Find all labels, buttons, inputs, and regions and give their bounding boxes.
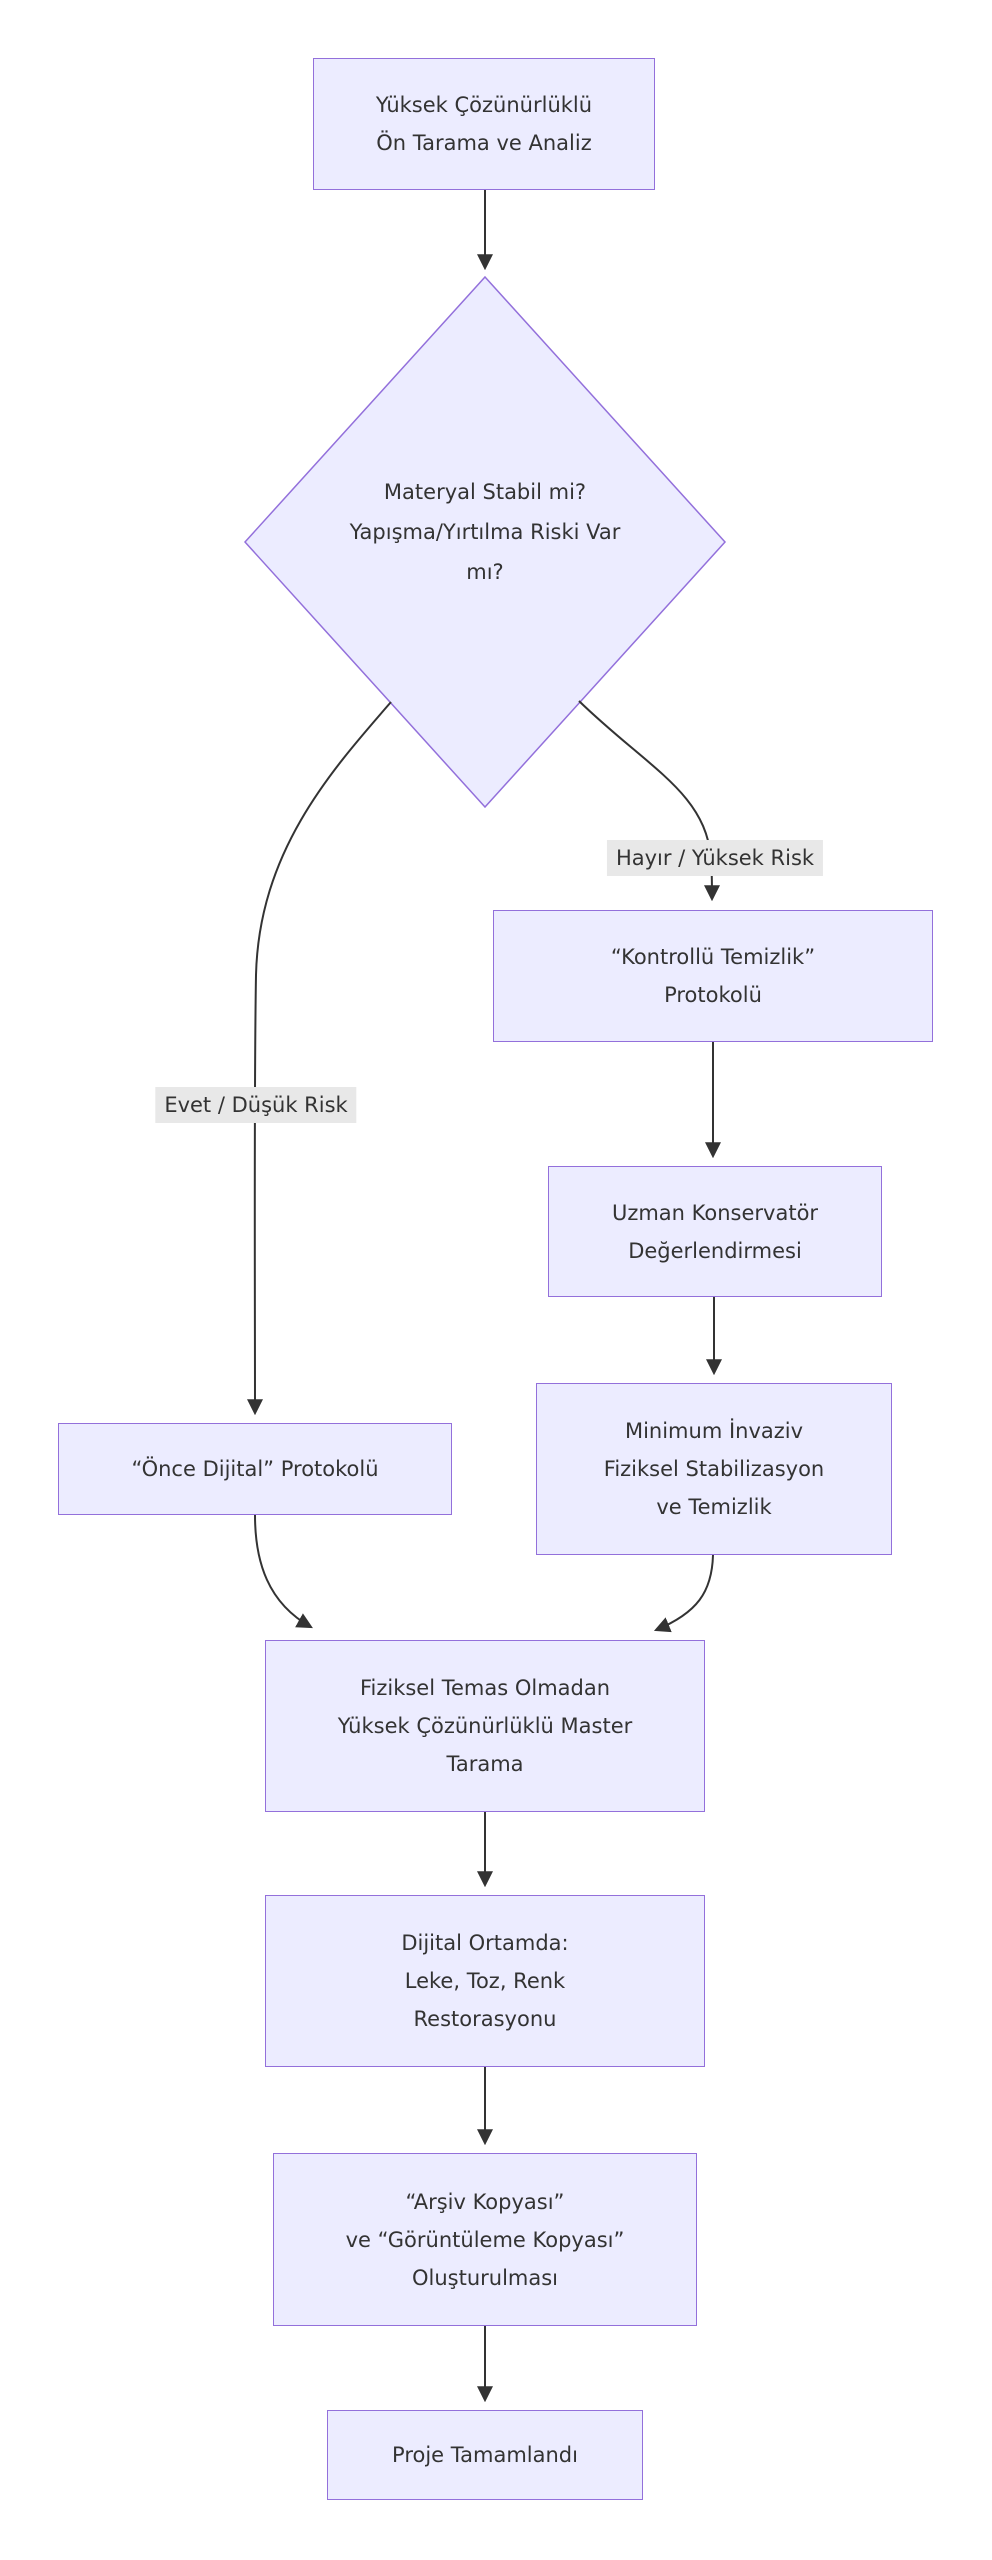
node-digital-first-protocol: “Önce Dijital” Protokolü bbox=[58, 1423, 452, 1515]
node-conservator-assessment: Uzman Konservatör Değerlendirmesi bbox=[548, 1166, 882, 1297]
edge-once-to-master bbox=[254, 1514, 313, 1629]
node-start-scan: Yüksek Çözünürlüklü Ön Tarama ve Analiz bbox=[313, 58, 655, 190]
edge-label-no-high-risk: Hayır / Yüksek Risk bbox=[606, 840, 824, 876]
node-master-scan: Fiziksel Temas Olmadan Yüksek Çözünürlük… bbox=[265, 1640, 705, 1812]
node-controlled-cleaning: “Kontrollü Temizlik” Protokolü bbox=[493, 910, 933, 1042]
node-archive-copies: “Arşiv Kopyası” ve “Görüntüleme Kopyası”… bbox=[273, 2153, 697, 2326]
edge-minimum-to-master bbox=[653, 1554, 714, 1633]
decision-material-stability-label: Materyal Stabil mi? Yapışma/Yırtılma Ris… bbox=[349, 480, 621, 584]
node-minimal-invasive-stabilization: Minimum İnvaziv Fiziksel Stabilizasyon v… bbox=[536, 1383, 892, 1555]
node-digital-restoration: Dijital Ortamda: Leke, Toz, Renk Restora… bbox=[265, 1895, 705, 2067]
node-project-complete: Proje Tamamlandı bbox=[327, 2410, 643, 2500]
decision-diamond-shape bbox=[243, 275, 727, 809]
edge-label-yes-low-risk: Evet / Düşük Risk bbox=[155, 1087, 357, 1123]
edge-decision-to-kontrollu bbox=[578, 700, 720, 902]
edge-decision-to-once bbox=[246, 701, 392, 1416]
